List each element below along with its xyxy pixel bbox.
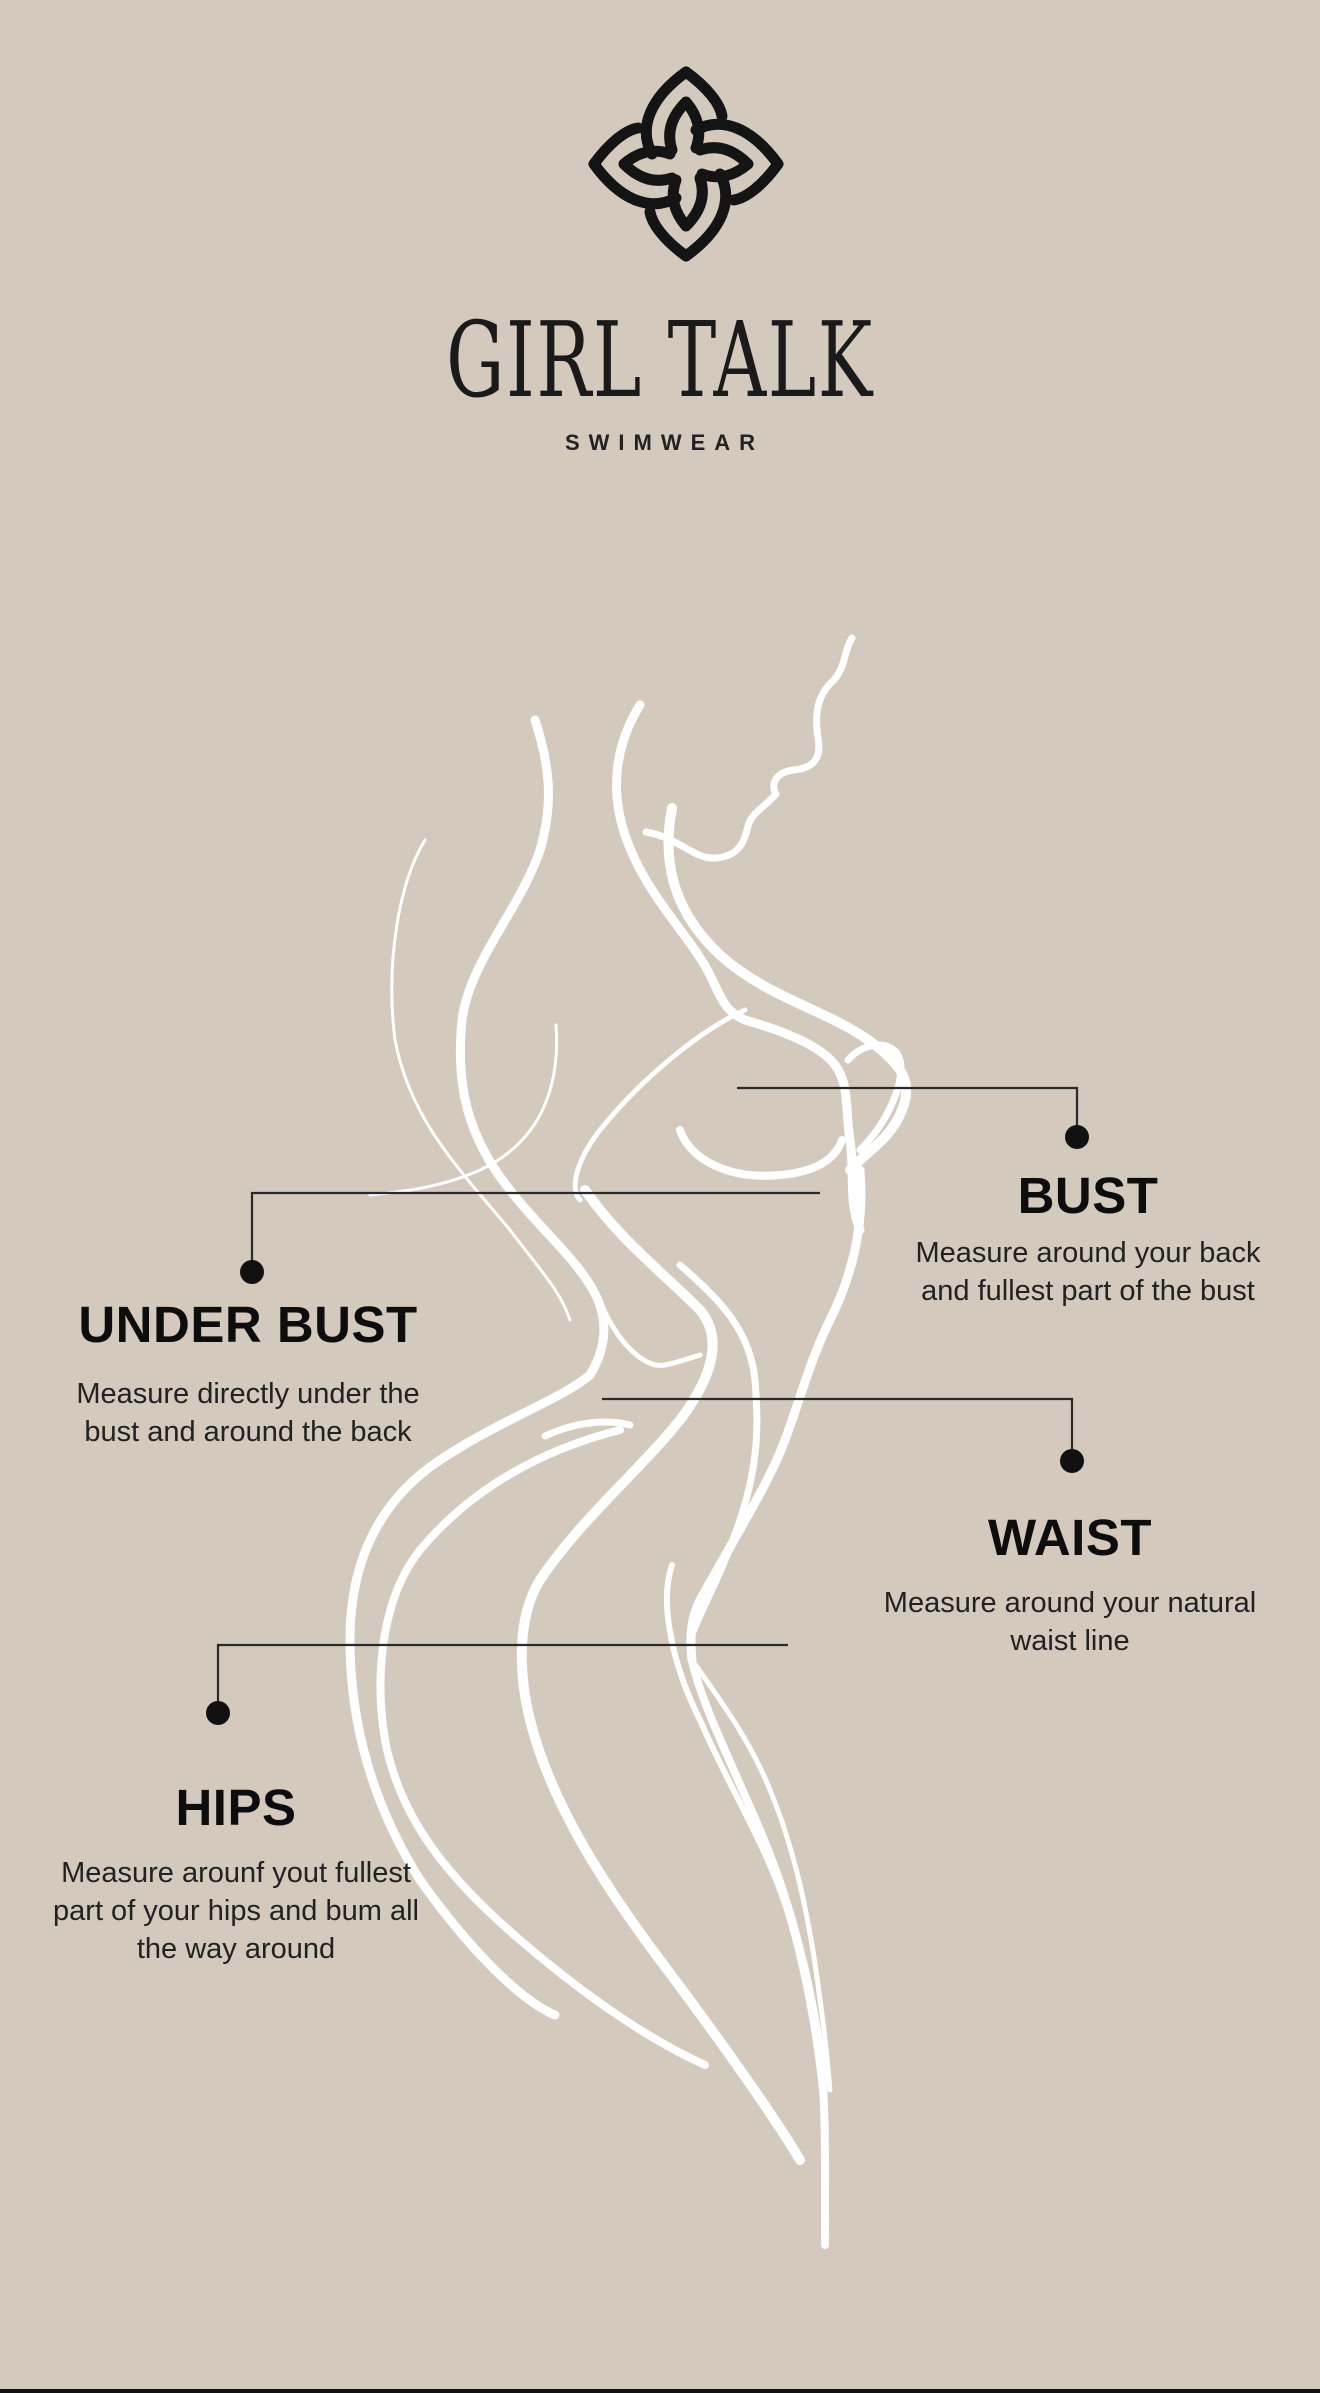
hips-marker-dot [206, 1701, 230, 1725]
measurement-bust: BUST Measure around your back and fulles… [868, 1168, 1308, 1310]
bottom-border [0, 2389, 1320, 2393]
brand-logo-icon [588, 66, 784, 262]
measurement-heading: BUST [1017, 1167, 1159, 1224]
bust-marker-dot [1065, 1125, 1089, 1149]
hips-leader-line [216, 1643, 788, 1706]
measurement-waist: WAIST Measure around your natural waist … [850, 1510, 1290, 1660]
measurement-description: Measure arounf yout fullest part of your… [53, 1857, 419, 1965]
under-bust-leader-line [250, 1191, 820, 1265]
measurement-heading: WAIST [988, 1509, 1152, 1566]
measurement-description: Measure around your natural waist line [883, 1587, 1257, 1657]
measurement-hips: HIPS Measure arounf yout fullest part of… [16, 1780, 456, 1968]
bust-leader-line [737, 1086, 1079, 1130]
waist-marker-dot [1060, 1449, 1084, 1473]
measurement-heading: UNDER BUST [78, 1296, 418, 1353]
waist-leader-line [602, 1397, 1074, 1455]
brand-name: GIRL TALK [446, 299, 874, 421]
measurement-description: Measure directly under the bust and arou… [76, 1378, 420, 1448]
measurement-description: Measure around your back and fullest par… [915, 1237, 1261, 1307]
under-bust-marker-dot [240, 1260, 264, 1284]
measurement-heading: HIPS [175, 1779, 297, 1836]
measurement-under-bust: UNDER BUST Measure directly under the bu… [28, 1297, 468, 1451]
brand-tagline: SWIMWEAR [564, 430, 765, 455]
